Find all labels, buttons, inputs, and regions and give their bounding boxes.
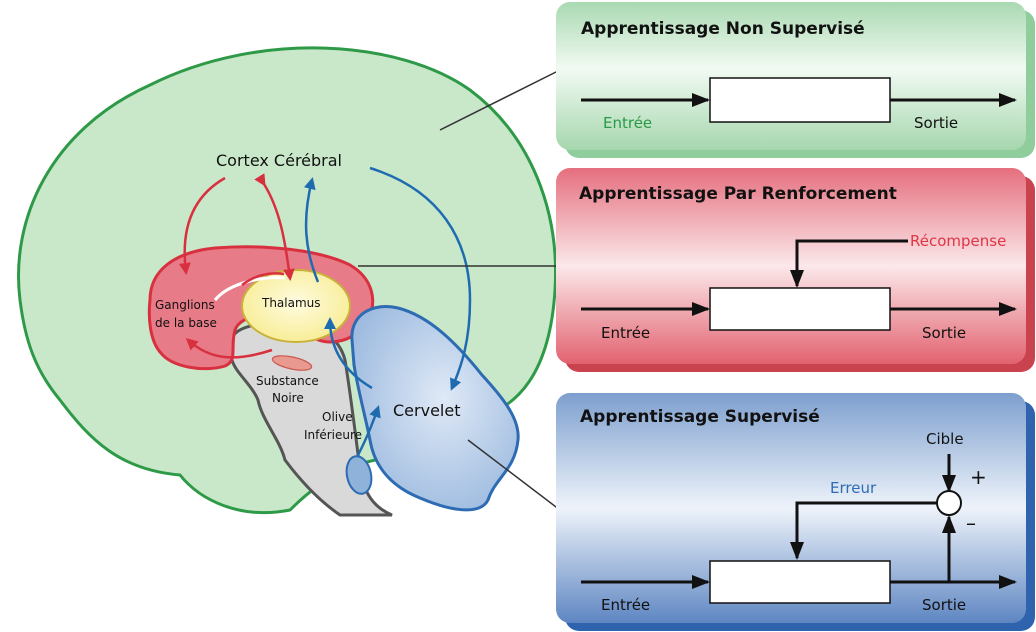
supervised-input-label: Entrée	[601, 596, 650, 614]
label-olive-line2: Inférieure	[304, 428, 362, 442]
error-label: Erreur	[830, 479, 877, 497]
thalamus-to-cortex-arrow	[303, 177, 320, 283]
cerebellum-to-thalamus-arrow	[324, 317, 373, 390]
label-cerebellum: Cervelet	[393, 401, 460, 420]
substantia-to-ganglia-arrow	[185, 337, 273, 359]
supervised-output-label: Sortie	[922, 596, 966, 614]
cortex-thalamus-bidirectional-arrow	[254, 173, 295, 281]
unsupervised-input-label: Entrée	[603, 114, 652, 132]
minus-sign: –	[966, 511, 976, 535]
error-feedback-arrow	[790, 501, 937, 560]
label-olive-line1: Olive	[322, 410, 353, 424]
panel-supervised: Apprentissage Supervisé Cible + – Erreur…	[556, 393, 1035, 631]
panel-supervised-title: Apprentissage Supervisé	[580, 407, 820, 427]
reward-feedback-arrow	[790, 239, 908, 288]
olive-to-cerebellum-arrow	[356, 405, 381, 456]
panel-reinforcement-title: Apprentissage Par Renforcement	[579, 184, 897, 204]
label-thalamus: Thalamus	[261, 296, 321, 310]
connector-supervised	[467, 439, 561, 511]
panel-unsupervised: Apprentissage Non Supervisé Entrée Sorti…	[556, 2, 1035, 158]
reinforcement-input-label: Entrée	[601, 324, 650, 342]
supervised-system-box	[709, 560, 891, 604]
label-cortex: Cortex Cérébral	[216, 151, 342, 170]
unsupervised-system-box	[709, 77, 891, 123]
cortex-to-cerebellum-arrow	[369, 166, 472, 391]
thalamus-shape	[241, 269, 351, 343]
panel-unsupervised-body	[556, 2, 1026, 150]
reinforcement-system-box	[709, 287, 891, 331]
reward-label: Récompense	[910, 232, 1006, 250]
label-substantia-line2: Noire	[272, 391, 304, 405]
target-label: Cible	[926, 430, 964, 448]
inferior-olive-shape	[345, 455, 373, 495]
plus-sign: +	[970, 465, 987, 489]
substantia-nigra-shape	[271, 355, 313, 371]
brain-illustration: Cortex Cérébral Ganglions de la base Tha…	[17, 46, 558, 517]
panel-reinforcement-body	[556, 168, 1026, 364]
label-substantia-line1: Substance	[256, 374, 319, 388]
label-ganglia-line1: Ganglions	[155, 298, 215, 312]
cerebellum-shape	[350, 305, 520, 512]
connector-unsupervised	[439, 69, 561, 131]
label-ganglia-line2: de la base	[155, 316, 217, 330]
cortex-to-ganglia-arrow	[178, 176, 226, 275]
panel-unsupervised-title: Apprentissage Non Supervisé	[581, 19, 865, 39]
unsupervised-output-label: Sortie	[914, 114, 958, 132]
comparator-circle	[936, 490, 962, 516]
ganglia-to-thalamus-arrow	[241, 272, 285, 286]
panel-supervised-body	[556, 393, 1026, 623]
panel-reinforcement: Apprentissage Par Renforcement Récompens…	[556, 168, 1035, 372]
reinforcement-output-label: Sortie	[922, 324, 966, 342]
